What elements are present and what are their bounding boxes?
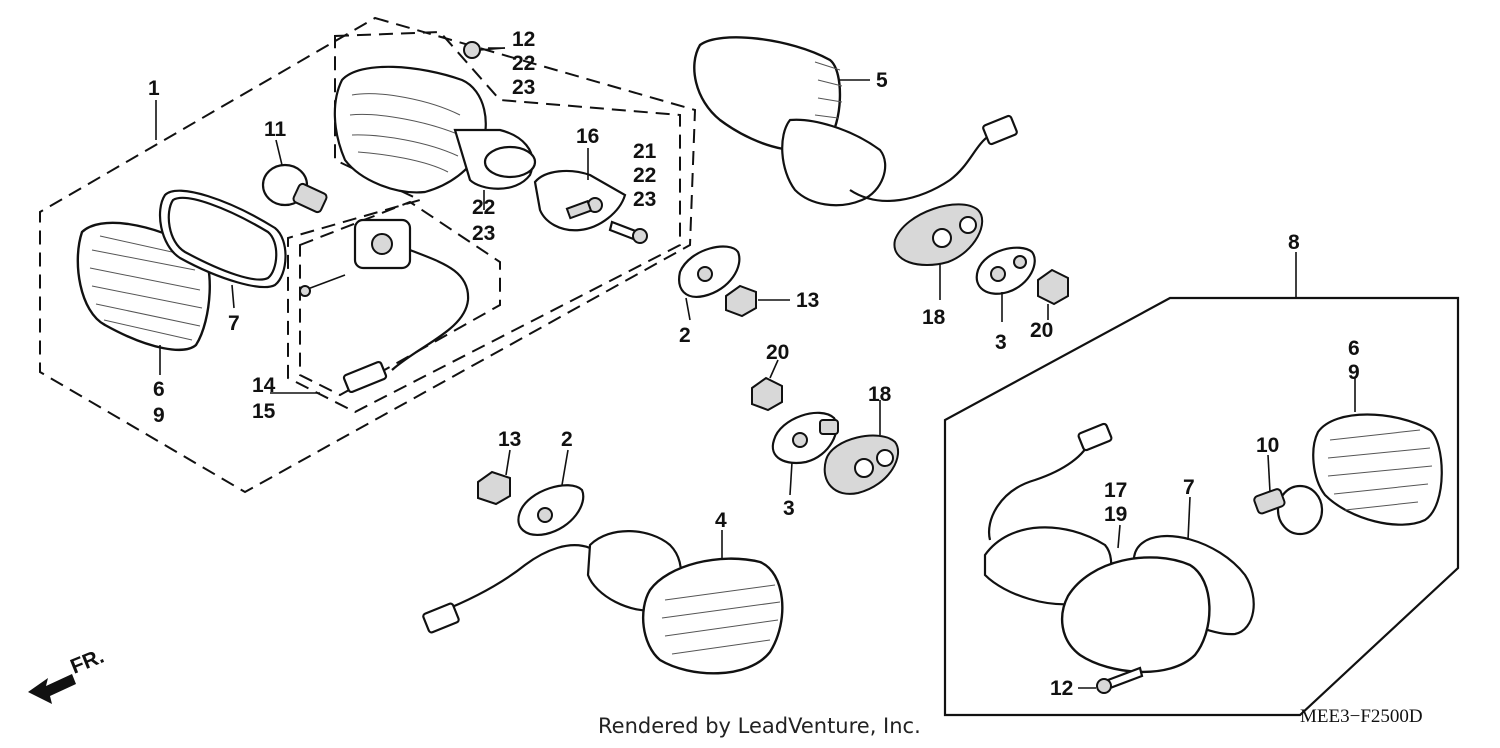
screw-12-right (1096, 666, 1144, 694)
callout-20-top: 20 (1030, 319, 1053, 342)
nut-20-top (1037, 268, 1069, 306)
callout-1: 1 (148, 77, 160, 100)
callout-12-right: 12 (1050, 677, 1073, 700)
callout-19: 19 (1104, 503, 1127, 526)
front-direction-arrow-icon: FR. (28, 645, 107, 704)
callout-3-top: 3 (995, 331, 1007, 354)
callout-17: 17 (1104, 479, 1127, 502)
callout-7-left: 7 (228, 312, 240, 335)
screw-12-top (463, 41, 506, 59)
callout-22-mid: 22 (633, 164, 656, 187)
callout-7-right: 7 (1183, 476, 1195, 499)
callout-5: 5 (876, 69, 888, 92)
callout-6-left: 6 (153, 378, 165, 401)
bulb-11 (261, 163, 328, 214)
callout-20-mid: 20 (766, 341, 789, 364)
callout-23-mid: 23 (633, 188, 656, 211)
callout-2-low: 2 (561, 428, 573, 451)
socket-16 (533, 169, 627, 232)
plate-3-top (975, 246, 1036, 295)
callout-13-low: 13 (498, 428, 521, 451)
callout-15: 15 (252, 400, 276, 423)
callout-22-top: 22 (512, 52, 535, 75)
callout-18-mid: 18 (868, 383, 892, 406)
assembly-8-outline (943, 296, 1460, 717)
callout-8: 8 (1288, 231, 1300, 254)
callout-3-mid: 3 (783, 497, 795, 520)
callout-16: 16 (576, 125, 599, 148)
callout-10: 10 (1256, 434, 1279, 457)
winker-5 (693, 36, 1018, 207)
socket-wire-14 (299, 218, 470, 394)
callout-12-top: 12 (512, 28, 535, 51)
callout-9-left: 9 (153, 404, 165, 427)
callout-21: 21 (633, 140, 657, 163)
winker-4 (422, 530, 784, 675)
winker-housing (333, 65, 537, 194)
nut-20-mid (751, 376, 783, 412)
callout-11: 11 (264, 118, 287, 141)
callout-9-right: 9 (1348, 361, 1360, 384)
nut-13-top (725, 284, 757, 318)
socket-inner-outline (299, 200, 501, 397)
assembly-1-outline (39, 16, 697, 494)
front-direction-label: FR. (67, 645, 107, 679)
nut-13-low (477, 470, 511, 506)
callout-23-top: 23 (512, 76, 535, 99)
lens-right (1312, 413, 1443, 526)
bulb-10 (1253, 484, 1324, 536)
callout-14: 14 (252, 374, 276, 397)
leader-lines (155, 47, 1356, 689)
callout-13-top: 13 (796, 289, 819, 312)
callout-4: 4 (715, 509, 727, 532)
callout-6-right: 6 (1348, 337, 1360, 360)
callout-22-low: 22 (472, 196, 495, 219)
footer-credit: Rendered by LeadVenture, Inc. (598, 714, 921, 738)
plate-3-mid (771, 411, 839, 465)
callout-23-low: 23 (472, 222, 495, 245)
plate-2-low (517, 484, 585, 536)
callout-18-top: 18 (922, 306, 946, 329)
diagram-code: MEE3−F2500D (1300, 706, 1423, 727)
plate-2-top (678, 245, 741, 298)
winker-17 (983, 422, 1211, 674)
callout-2-top: 2 (679, 324, 691, 347)
gasket-left (158, 189, 287, 289)
rubber-18-mid (823, 434, 900, 495)
screw-21 (608, 220, 648, 244)
rubber-18-top (893, 203, 984, 266)
